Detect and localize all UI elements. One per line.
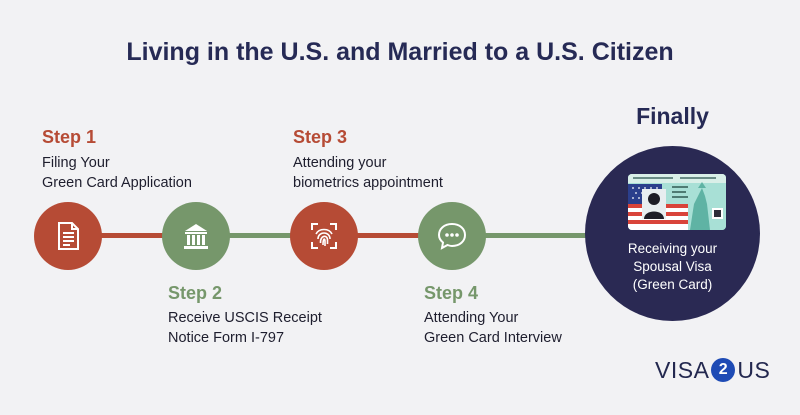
step-4-line-2: Green Card Interview [424,330,562,346]
step-2-circle [162,202,230,270]
step-2-label: Step 2 [168,283,223,303]
logo-text-left: VISA [655,356,710,383]
step-2-description: Receive USCIS Receipt Notice Form I-797 [168,308,322,348]
final-line-3: (Green Card) [632,277,713,292]
connector-line-4 [484,233,588,238]
connector-line-3 [356,233,426,238]
final-circle: Receiving your Spousal Visa (Green Card) [585,146,760,321]
logo-text-right: US [737,356,771,383]
step-3-line-2: biometrics appointment [293,175,443,191]
final-line-2: Spousal Visa [633,259,712,274]
final-description: Receiving your Spousal Visa (Green Card) [585,240,760,294]
step-3-line-1: Attending your [293,155,387,171]
step-1-description: Filing Your Green Card Application [42,153,192,193]
step-1-line-1: Filing Your [42,155,110,171]
step-3-description: Attending your biometrics appointment [293,153,443,193]
visa2us-logo: VISA 2 US [655,355,770,385]
step-4-line-1: Attending Your [424,310,519,326]
diagram-title: Living in the U.S. and Married to a U.S.… [126,38,674,66]
green-card-image [628,174,726,230]
step-4-description: Attending Your Green Card Interview [424,308,562,348]
chat-bubble-icon [437,222,467,250]
step-4-label: Step 4 [424,283,479,303]
step-1-circle [34,202,102,270]
logo-two-badge: 2 [711,358,736,382]
document-icon [58,222,79,250]
bank-icon [184,224,208,249]
step-2-line-1: Receive USCIS Receipt [168,310,322,326]
final-title: Finally [636,103,709,129]
step-3-label: Step 3 [293,127,348,147]
step-1-line-2: Green Card Application [42,175,192,191]
connector-line-1 [100,233,170,238]
connector-line-2 [228,233,298,238]
step-1-label: Step 1 [42,127,97,147]
step-2-line-2: Notice Form I-797 [168,330,285,346]
step-4-circle [418,202,486,270]
step-3-circle [290,202,358,270]
fingerprint-icon [311,223,337,249]
final-line-1: Receiving your [627,241,718,256]
